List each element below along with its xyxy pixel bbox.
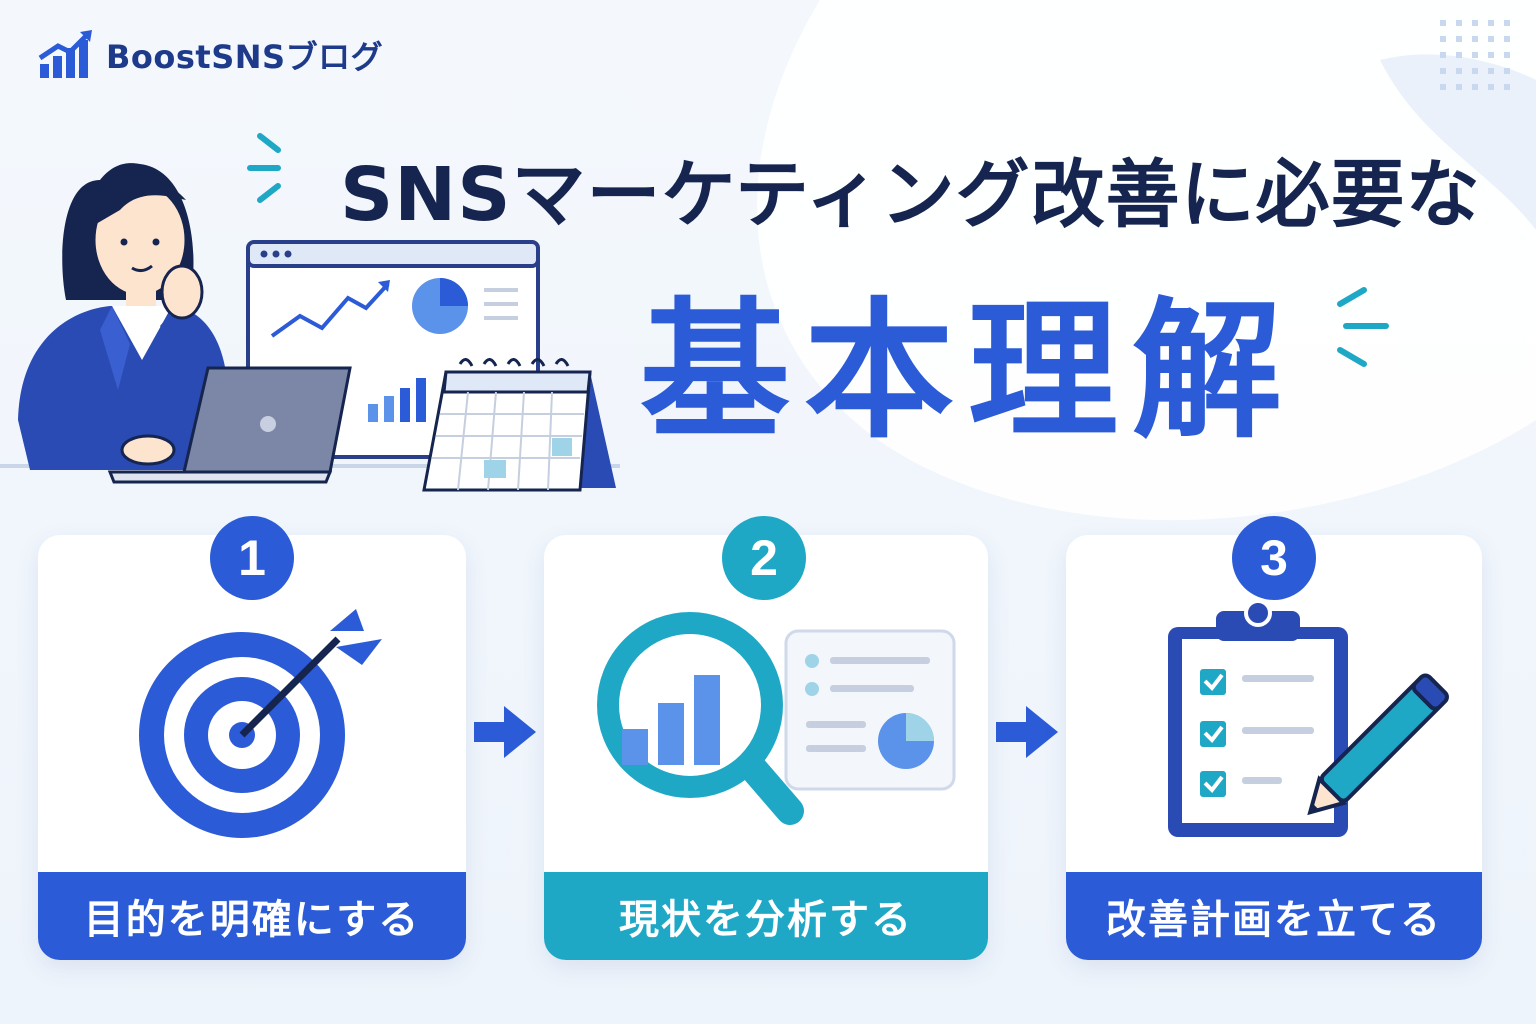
hero-illustration	[0, 163, 620, 492]
magnifier-chart-icon	[597, 612, 956, 825]
step-label-3: 改善計画を立てる	[1066, 872, 1482, 960]
step-badge-3: 3	[1232, 516, 1316, 600]
step-label-2: 現状を分析する	[544, 872, 988, 960]
step-card-1: 目的を明確にする	[38, 535, 466, 960]
laptop-icon	[107, 366, 352, 484]
step-badge-1: 1	[210, 516, 294, 600]
target-icon	[139, 609, 382, 838]
blog-name: BoostSNSブログ	[106, 38, 384, 76]
headline-line2: 基本理解	[640, 285, 1297, 459]
arrow-right-icon	[996, 706, 1058, 758]
step-label-1: 目的を明確にする	[38, 872, 466, 960]
spark-decoration-left	[247, 133, 281, 203]
step-card-3: 改善計画を立てる	[1066, 535, 1482, 960]
step-card-2: 現状を分析する	[544, 535, 988, 960]
arrow-right-icon	[474, 706, 536, 758]
headline-line1: SNSマーケティング改善に必要な	[340, 152, 1481, 238]
growth-chart-icon	[38, 30, 92, 78]
step-badge-2: 2	[722, 516, 806, 600]
calendar-icon	[422, 358, 616, 492]
spark-decoration-right	[1337, 287, 1389, 367]
woman-character-icon	[18, 163, 228, 470]
clipboard-checklist-icon	[1168, 599, 1449, 837]
blog-logo[interactable]: BoostSNSブログ	[38, 30, 383, 80]
